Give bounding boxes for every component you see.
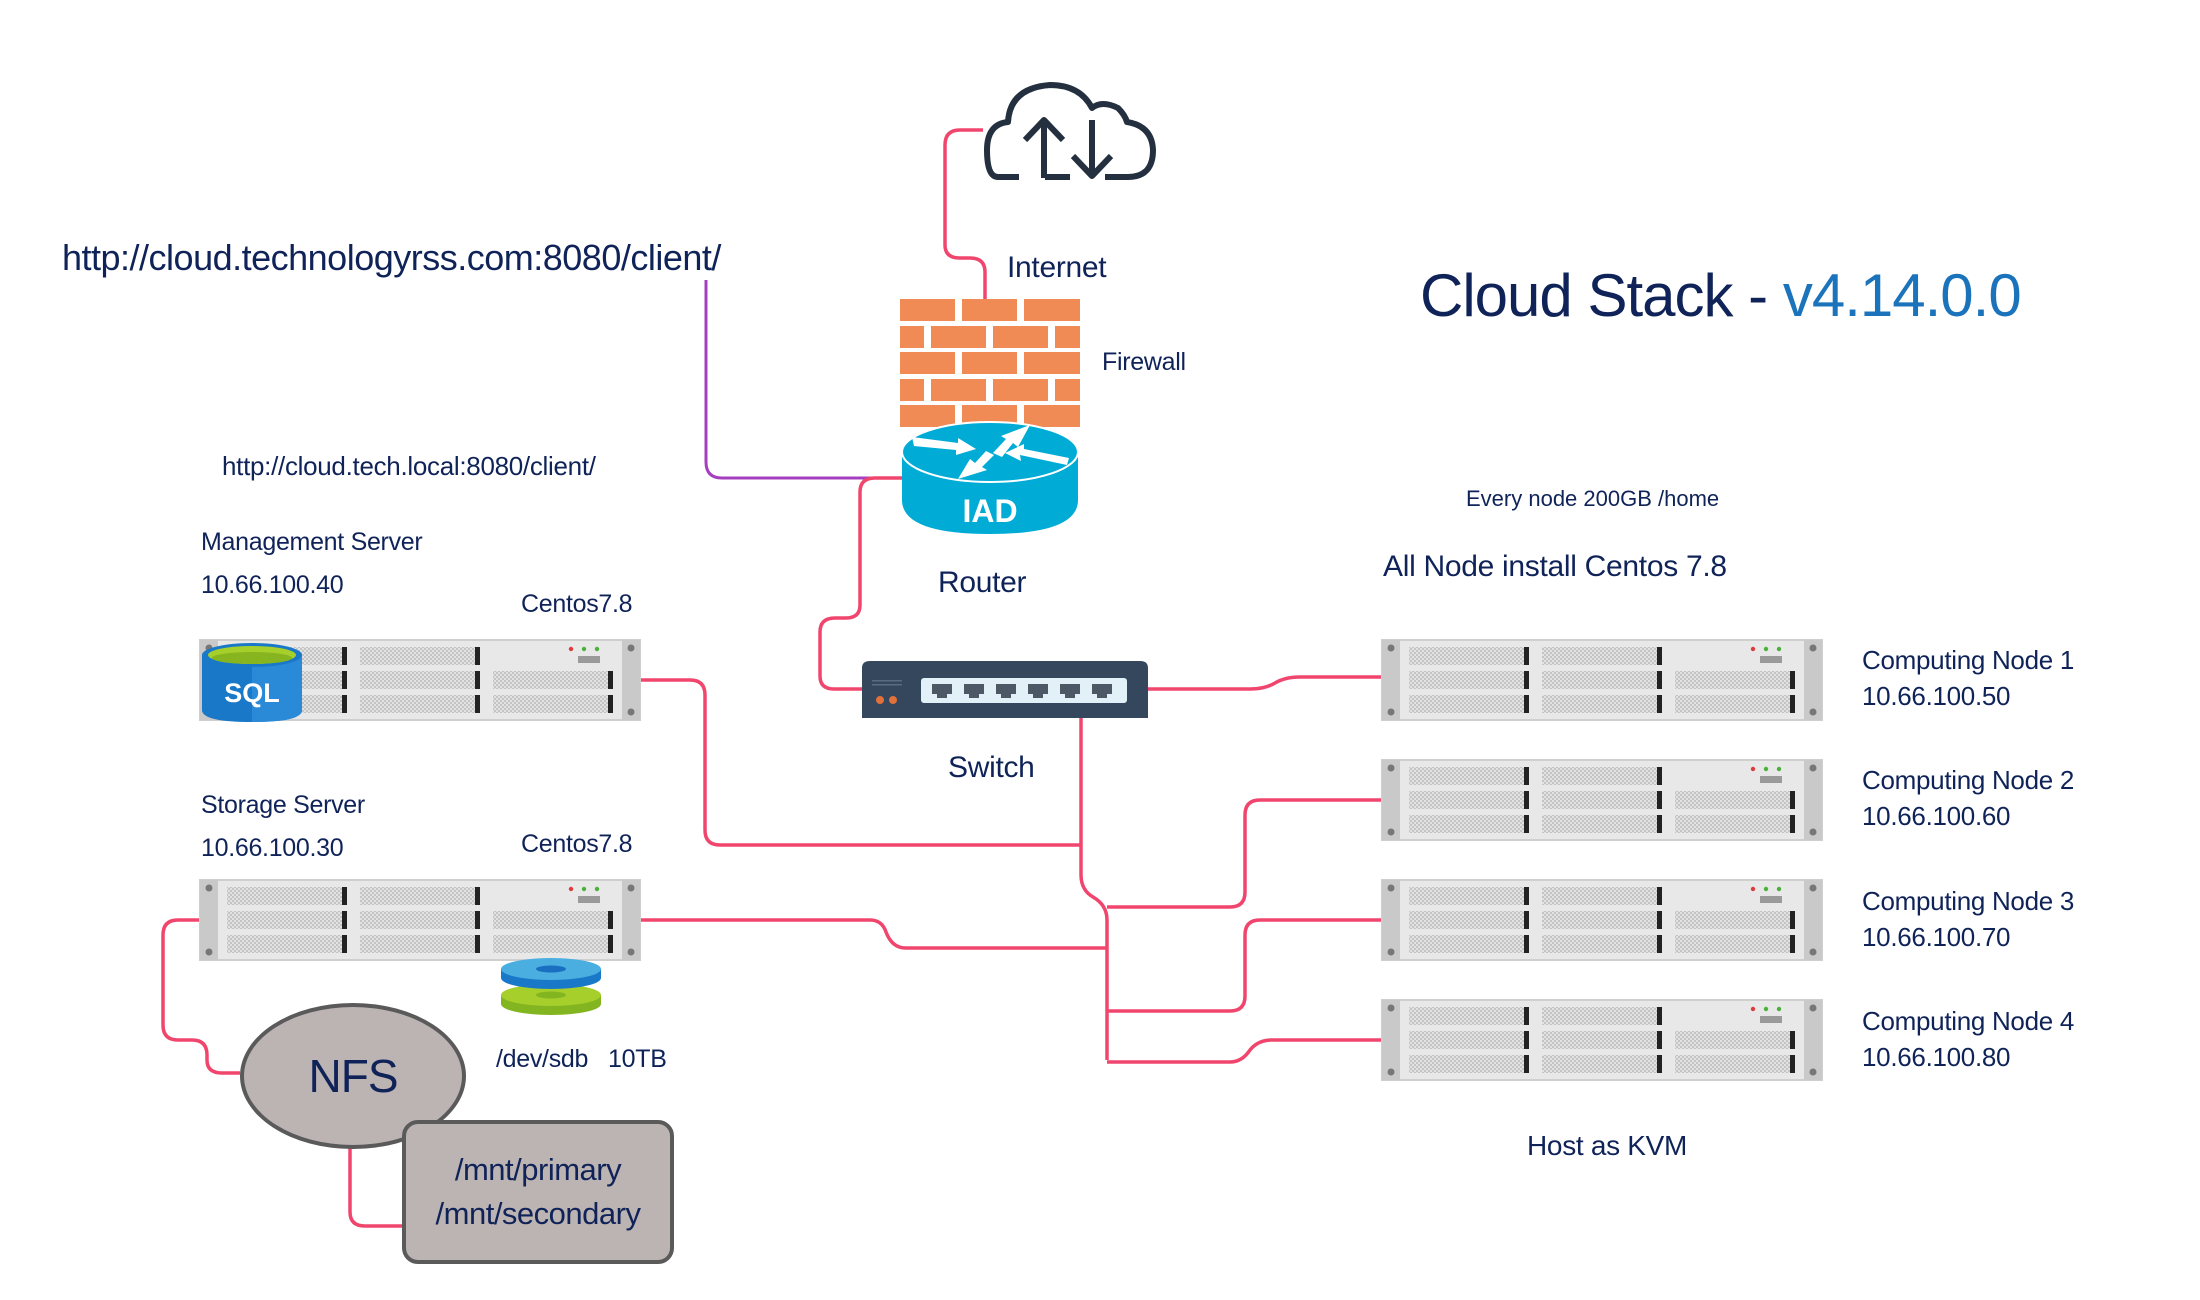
mount-secondary: /mnt/secondary [435, 1196, 641, 1231]
nfs-label: NFS [308, 1050, 399, 1102]
compute-node-2-rack [1381, 759, 1823, 841]
wire-storage-nfs [161, 918, 240, 1075]
compute-node-2-ip: 10.66.100.60 [1862, 801, 2011, 831]
wire-trunk-node4 [1107, 1038, 1382, 1064]
hypervisor-note: Host as KVM [1527, 1130, 1688, 1161]
internet-label: Internet [1007, 251, 1107, 284]
wire-mgmt-switch [640, 678, 1081, 847]
install-note: All Node install Centos 7.8 [1383, 550, 1727, 583]
firewall-label: Firewall [1102, 348, 1186, 376]
switch-label: Switch [948, 751, 1035, 784]
wire-public-url-to-router [704, 280, 902, 480]
title-version: v4.14.0.0 [1782, 262, 2022, 329]
local-url-label: http://cloud.tech.local:8080/client/ [222, 451, 596, 481]
storage-server-name: Storage Server [201, 791, 365, 819]
page-title: Cloud Stack - v4.14.0.0 [1420, 266, 2022, 326]
disk-label: /dev/sdb 10TB [496, 1045, 667, 1073]
storage-server-ip: 10.66.100.30 [201, 834, 344, 862]
public-url-label: http://cloud.technologyrss.com:8080/clie… [62, 237, 721, 278]
compute-node-3-rack [1381, 879, 1823, 961]
compute-node-4-label: Computing Node 4 10.66.100.80 [1862, 1003, 2074, 1075]
compute-node-2-label: Computing Node 2 10.66.100.60 [1862, 762, 2074, 834]
storage-server-os: Centos7.8 [521, 830, 633, 858]
compute-node-3-name: Computing Node 3 [1862, 886, 2074, 916]
compute-node-1-rack [1381, 639, 1823, 721]
wire-trunk-node3 [1107, 918, 1382, 1013]
management-server-os: Centos7.8 [521, 590, 633, 618]
disk-storage-icon [501, 958, 601, 1015]
wire-trunk-node2 [1107, 798, 1382, 909]
compute-node-2-name: Computing Node 2 [1862, 765, 2074, 795]
sql-database-icon: SQL [202, 643, 302, 722]
compute-node-4-rack [1381, 999, 1823, 1081]
wire-nfs-mounts [348, 1145, 402, 1228]
nfs-mount-list: /mnt/primary /mnt/secondary [436, 1148, 641, 1236]
wire-switch-node1 [1148, 675, 1382, 691]
compute-node-1-ip: 10.66.100.50 [1862, 681, 2011, 711]
router-badge: IAD [962, 493, 1017, 529]
compute-node-4-name: Computing Node 4 [1862, 1006, 2074, 1036]
firewall-icon [900, 299, 1080, 427]
storage-note: Every node 200GB /home [1466, 486, 1720, 511]
switch-icon [862, 661, 1148, 718]
wire-switch-trunk [1079, 718, 1109, 1060]
compute-node-1-label: Computing Node 1 10.66.100.50 [1862, 642, 2074, 714]
compute-node-3-label: Computing Node 3 10.66.100.70 [1862, 883, 2074, 955]
sql-badge: SQL [224, 678, 280, 708]
storage-server-rack [199, 879, 641, 961]
router-label: Router [938, 566, 1027, 599]
router-icon: IAD [901, 421, 1079, 534]
wire-router-switch [818, 476, 902, 691]
wire-internet-firewall [943, 128, 987, 300]
nfs-mounts-box: /mnt/primary /mnt/secondary [402, 1120, 674, 1264]
compute-node-1-name: Computing Node 1 [1862, 645, 2074, 675]
compute-node-3-ip: 10.66.100.70 [1862, 922, 2011, 952]
management-server-name: Management Server [201, 528, 423, 556]
management-server-ip: 10.66.100.40 [201, 571, 344, 599]
compute-node-4-ip: 10.66.100.80 [1862, 1042, 2011, 1072]
cloud-upload-download-icon [984, 82, 1156, 180]
title-main: Cloud Stack - [1420, 262, 1783, 329]
mount-primary: /mnt/primary [454, 1152, 622, 1187]
wire-storage-trunk [640, 918, 1107, 950]
